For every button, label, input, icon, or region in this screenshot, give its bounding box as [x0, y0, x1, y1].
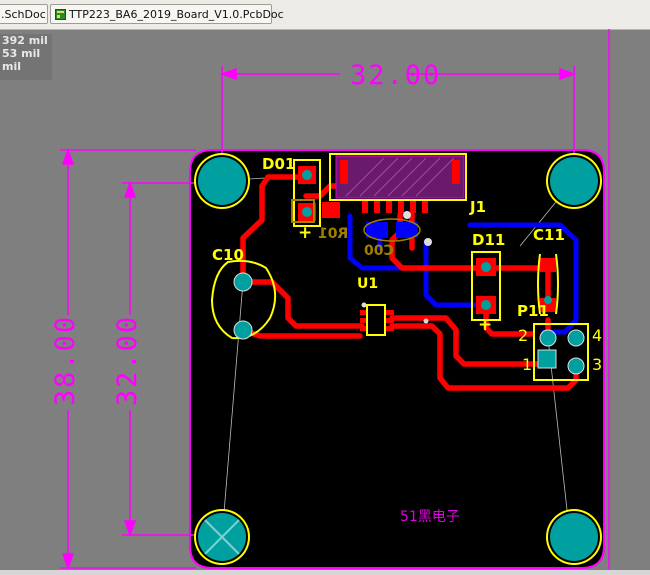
through-hole-pads: [194, 153, 602, 565]
u1-designator: U1: [357, 276, 379, 292]
mounting-hole-tl: [194, 153, 250, 209]
cursor-coordinate-readout: 392 mil 53 mil mil: [0, 34, 52, 80]
silkscreen: [210, 153, 589, 381]
u1-outline: [366, 304, 386, 336]
mounting-hole-bl: [194, 509, 250, 565]
dimension-width-label: 32.00: [350, 60, 442, 91]
tab-pcbdoc[interactable]: TTP223_BA6_2019_Board_V1.0.PcbDoc: [50, 4, 284, 24]
c00-designator: C00: [364, 243, 394, 259]
dimension-height-outer-label: 38.00: [50, 314, 82, 407]
d01-designator: D01: [262, 155, 296, 173]
j1-designator: J1: [470, 198, 487, 216]
silkscreen-brand-text: 51黑电子: [400, 509, 460, 525]
p11-pin1-label: 1: [522, 355, 533, 374]
r01-designator: R01: [318, 226, 349, 242]
coord-unit: mil: [2, 60, 22, 73]
coord-x: 392 mil: [2, 34, 48, 47]
c10-outline: [210, 259, 277, 340]
coord-y: 53 mil: [2, 47, 41, 60]
d11-polarity-mark: +: [478, 315, 493, 335]
p11-pin2-label: 2: [518, 326, 529, 345]
c10-designator: C10: [212, 246, 244, 264]
p11-designator: P11: [517, 302, 549, 320]
j1-body: [335, 155, 465, 199]
mounting-hole-br: [546, 509, 602, 565]
c11-outline: [537, 253, 559, 315]
d01-outline: [293, 159, 321, 227]
p11-outline: [533, 323, 589, 381]
pcb-document-icon: [55, 9, 66, 20]
document-tab-bar: .SchDoc TTP223_BA6_2019_Board_V1.0.PcbDo…: [0, 0, 650, 30]
tab-schdoc[interactable]: .SchDoc: [0, 4, 48, 24]
pcb-canvas[interactable]: [0, 29, 650, 570]
mounting-hole-tr: [546, 153, 602, 209]
d01-polarity-mark: +: [298, 223, 313, 243]
d11-designator: D11: [472, 231, 506, 249]
status-bar-edge: [0, 570, 650, 575]
c11-designator: C11: [533, 226, 565, 244]
dimension-width: [219, 66, 577, 172]
p11-pin3-label: 3: [592, 355, 603, 374]
dimension-height-inner-label: 32.00: [112, 314, 144, 407]
dimension-height-outer: [60, 147, 196, 570]
d11-outline: [471, 251, 501, 321]
p11-pin4-label: 4: [592, 326, 603, 345]
c00-outline: [363, 218, 421, 242]
tab-pcbdoc-label: TTP223_BA6_2019_Board_V1.0.PcbDoc: [69, 8, 284, 21]
